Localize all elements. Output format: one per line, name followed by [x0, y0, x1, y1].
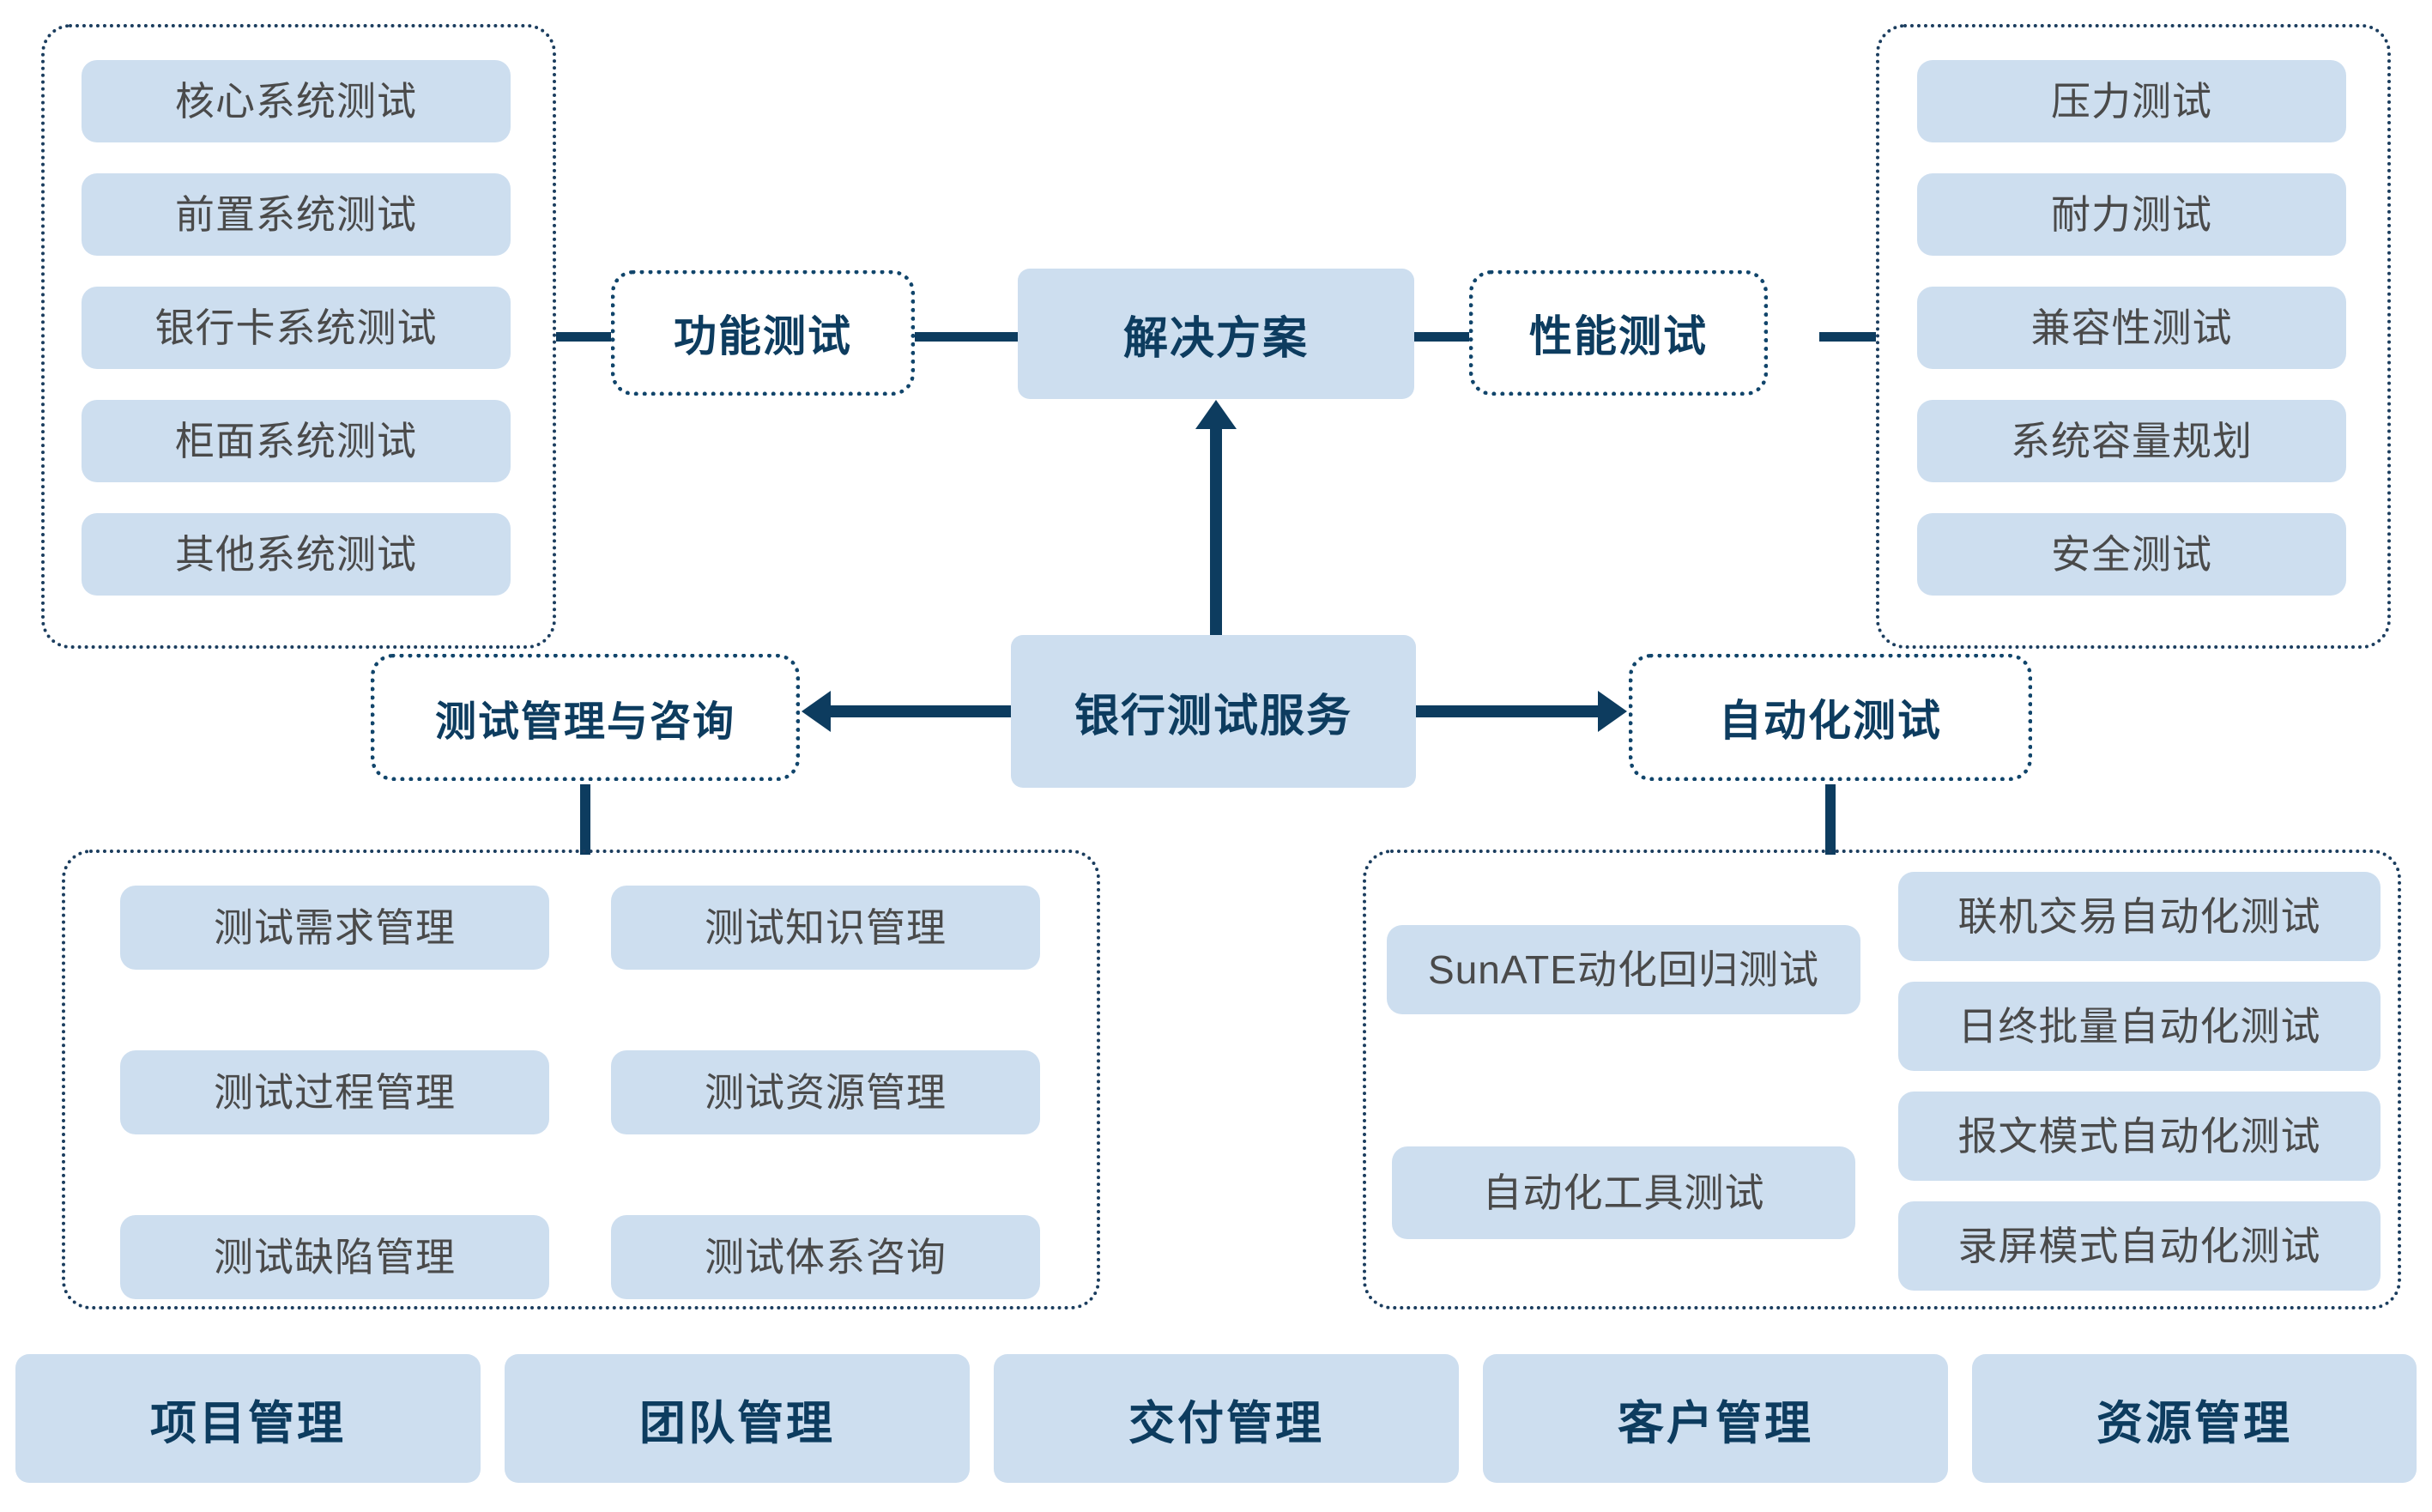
chip-management-left-0[interactable]: 测试需求管理 — [120, 886, 549, 970]
performance-items-group — [1876, 24, 2391, 649]
chip-automation-right-1[interactable]: 日终批量自动化测试 — [1898, 982, 2381, 1071]
footer-item-0[interactable]: 项目管理 — [15, 1354, 481, 1483]
connector-management-label-to-group — [580, 784, 590, 855]
chip-automation-left-0[interactable]: SunATE动化回归测试 — [1387, 925, 1860, 1014]
connector-solution-to-performance — [1414, 332, 1505, 342]
chip-functional-1[interactable]: 前置系统测试 — [82, 173, 511, 256]
chip-automation-right-3[interactable]: 录屏模式自动化测试 — [1898, 1201, 2381, 1291]
arrow-hub-to-automation-line — [1416, 705, 1598, 717]
footer-item-2[interactable]: 交付管理 — [994, 1354, 1459, 1483]
arrow-hub-to-automation-head — [1598, 691, 1627, 732]
chip-management-left-2[interactable]: 测试缺陷管理 — [120, 1215, 549, 1299]
management-items-group — [62, 850, 1100, 1309]
chip-management-left-1[interactable]: 测试过程管理 — [120, 1050, 549, 1134]
arrow-hub-to-management-head — [802, 691, 831, 732]
chip-management-right-2[interactable]: 测试体系咨询 — [611, 1215, 1040, 1299]
branch-label-performance[interactable]: 性能测试 — [1469, 270, 1768, 396]
chip-performance-1[interactable]: 耐力测试 — [1917, 173, 2346, 256]
branch-label-functional[interactable]: 功能测试 — [611, 270, 915, 396]
chip-performance-2[interactable]: 兼容性测试 — [1917, 287, 2346, 369]
chip-performance-4[interactable]: 安全测试 — [1917, 513, 2346, 596]
chip-performance-0[interactable]: 压力测试 — [1917, 60, 2346, 142]
connector-functional-group-to-label — [556, 332, 611, 342]
node-solution[interactable]: 解决方案 — [1018, 269, 1414, 399]
chip-functional-2[interactable]: 银行卡系统测试 — [82, 287, 511, 369]
footer-item-4[interactable]: 资源管理 — [1972, 1354, 2417, 1483]
connector-functional-to-solution — [915, 332, 1018, 342]
node-hub[interactable]: 银行测试服务 — [1011, 635, 1416, 788]
arrow-hub-to-solution-line — [1210, 429, 1222, 635]
branch-label-automation[interactable]: 自动化测试 — [1629, 654, 2032, 781]
chip-functional-3[interactable]: 柜面系统测试 — [82, 400, 511, 482]
chip-management-right-0[interactable]: 测试知识管理 — [611, 886, 1040, 970]
chip-functional-4[interactable]: 其他系统测试 — [82, 513, 511, 596]
connector-performance-label-to-group — [1819, 332, 1876, 342]
branch-label-management[interactable]: 测试管理与咨询 — [371, 654, 800, 781]
connector-automation-label-to-group — [1825, 784, 1836, 855]
chip-automation-right-2[interactable]: 报文模式自动化测试 — [1898, 1092, 2381, 1181]
chip-performance-3[interactable]: 系统容量规划 — [1917, 400, 2346, 482]
arrow-hub-to-management-line — [831, 705, 1011, 717]
chip-management-right-1[interactable]: 测试资源管理 — [611, 1050, 1040, 1134]
functional-items-group — [41, 24, 556, 649]
chip-automation-left-1[interactable]: 自动化工具测试 — [1392, 1146, 1855, 1239]
footer-item-1[interactable]: 团队管理 — [505, 1354, 970, 1483]
chip-automation-right-0[interactable]: 联机交易自动化测试 — [1898, 872, 2381, 961]
chip-functional-0[interactable]: 核心系统测试 — [82, 60, 511, 142]
automation-items-group — [1363, 850, 2401, 1309]
footer-item-3[interactable]: 客户管理 — [1483, 1354, 1948, 1483]
arrow-hub-to-solution-head — [1195, 400, 1237, 429]
